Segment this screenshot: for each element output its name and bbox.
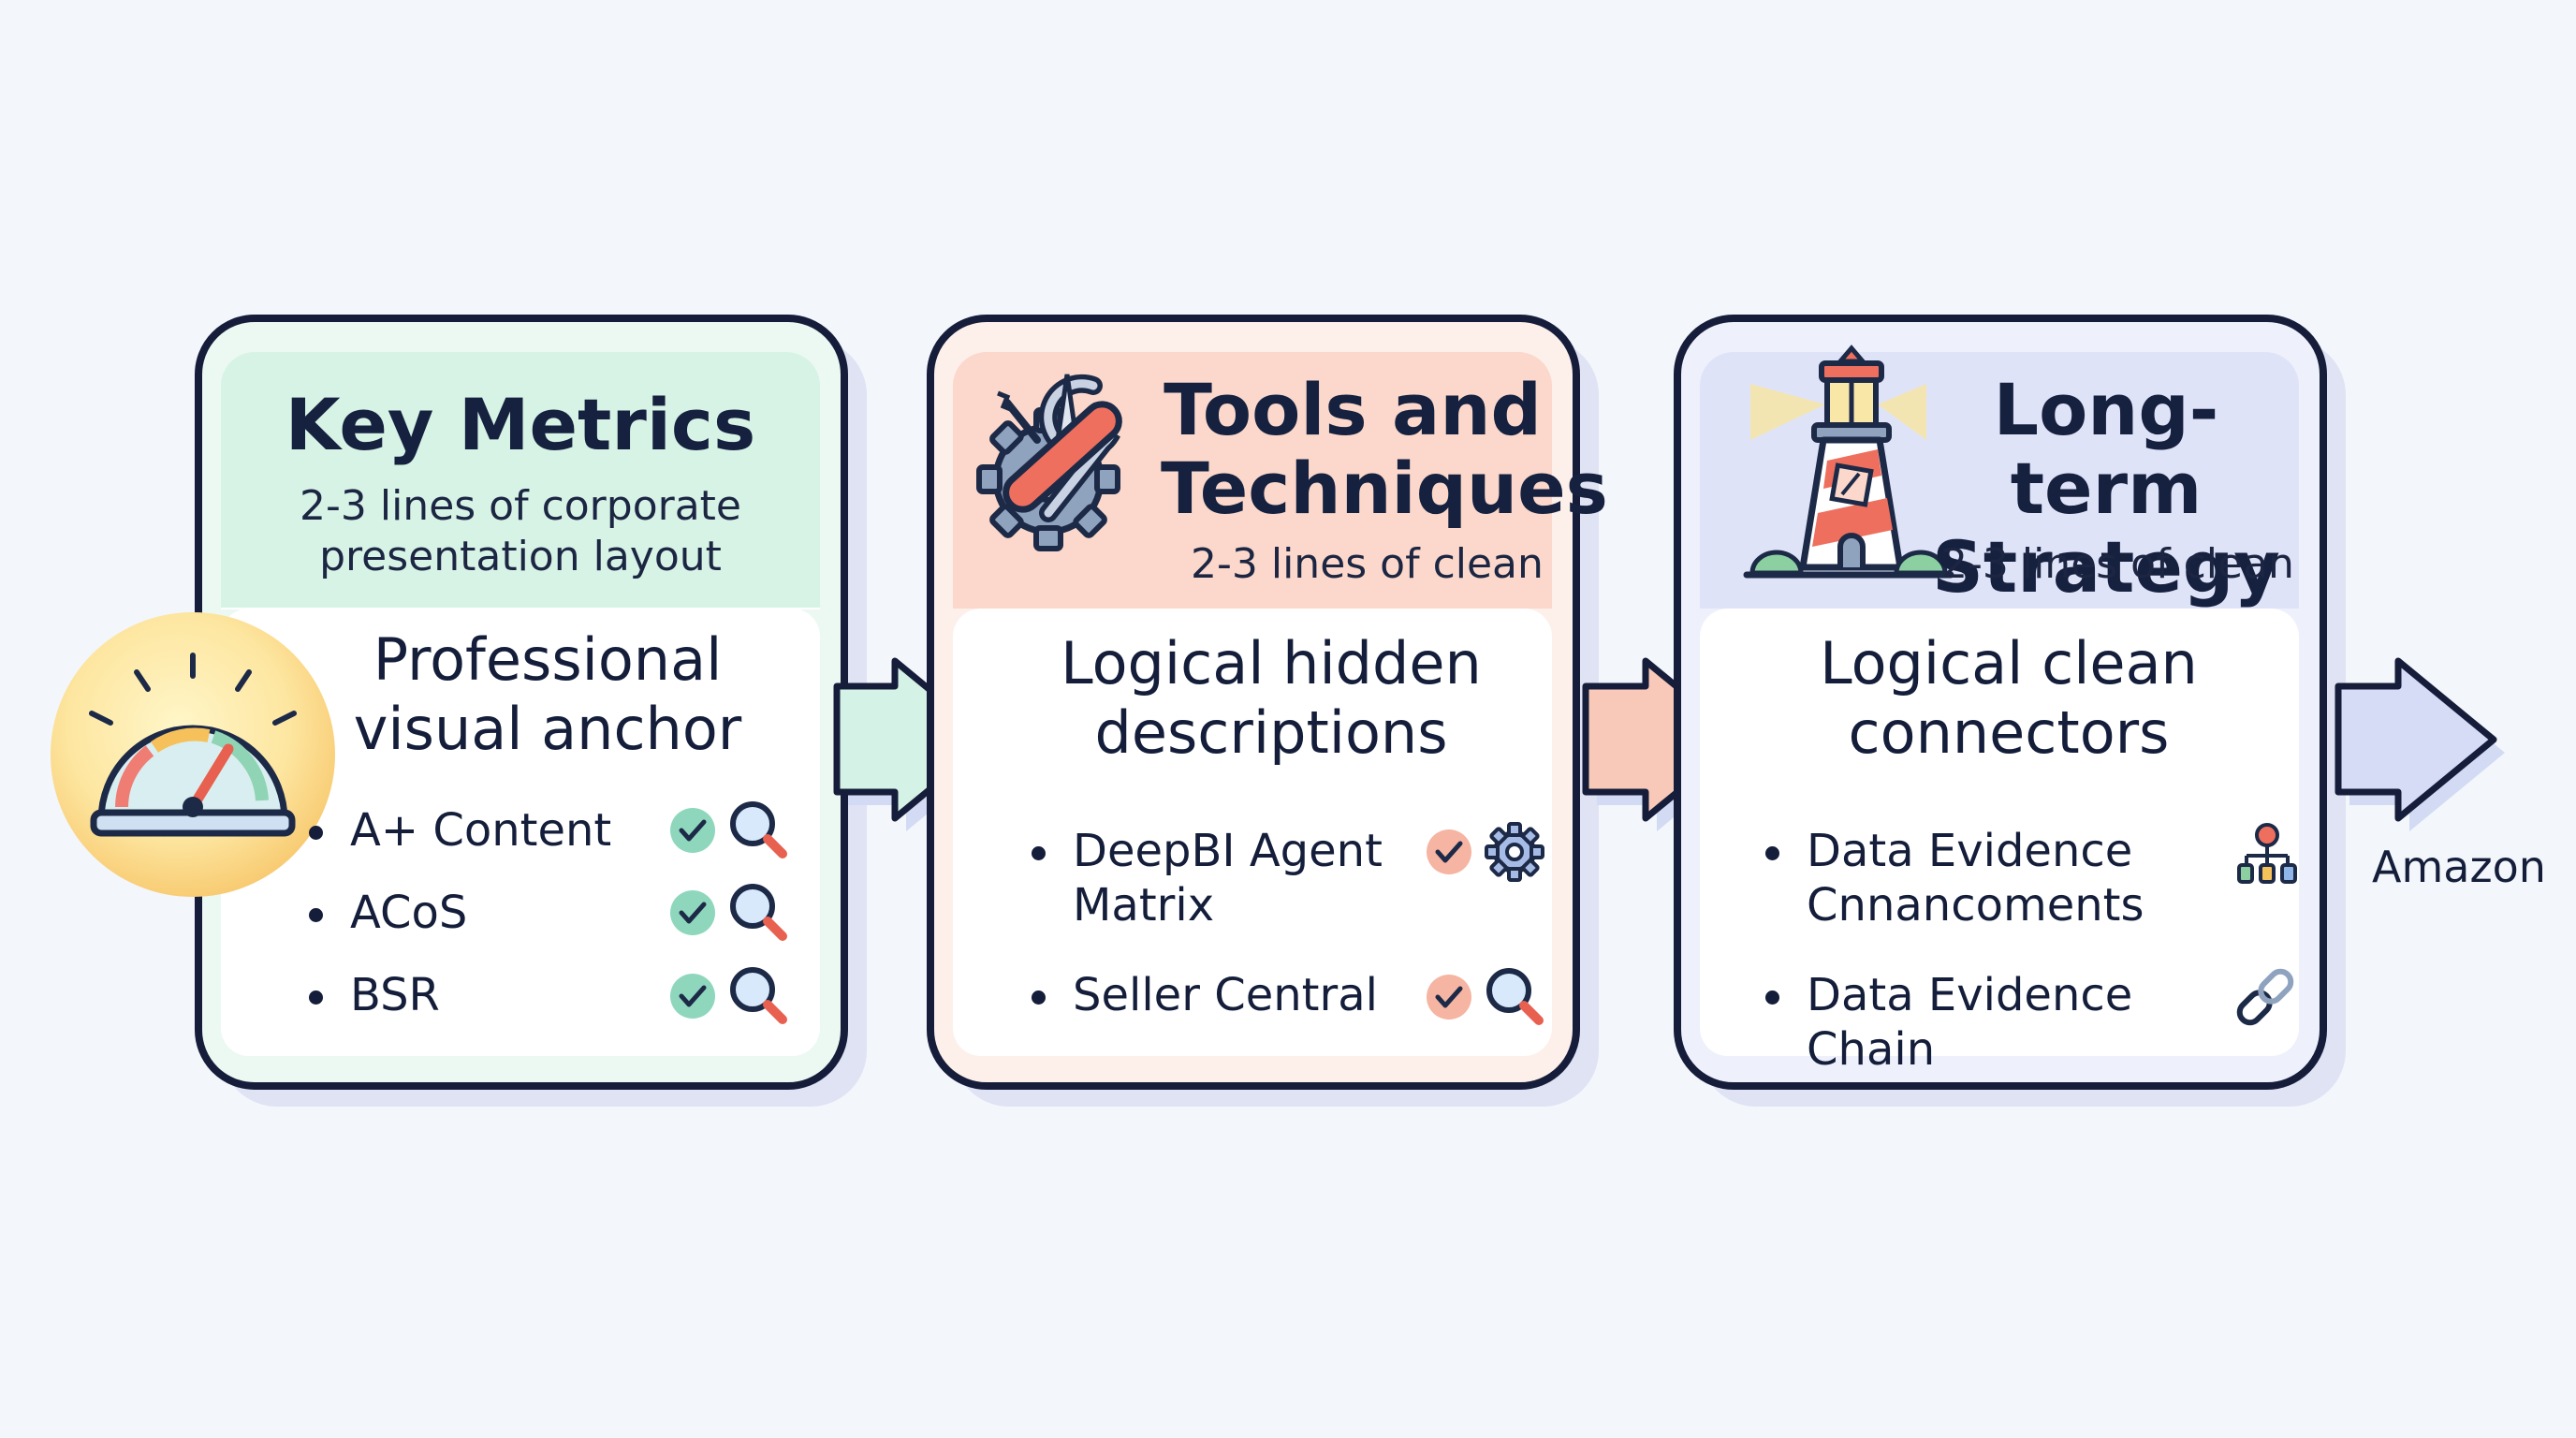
list-item-line-2: Cnnancoments	[1807, 879, 2144, 932]
card-3-subtitle: 2-3 lines of clean	[1941, 540, 2294, 588]
card-2-body-title: Logical hidden descriptions	[981, 629, 1561, 768]
link-icon	[2236, 968, 2294, 1026]
arrow-3	[2334, 657, 2505, 831]
org-chart-icon	[2237, 823, 2297, 884]
card-3-list: Data Evidence Cnnancoments Data Evidence…	[1762, 824, 2248, 1077]
card-2-title-line-2: Techniques	[1161, 447, 1608, 530]
list-item-line-1: DeepBI Agent	[1073, 825, 1383, 877]
magnifier-icon	[730, 884, 787, 941]
card-2-body-line-1: Logical hidden	[1061, 629, 1482, 697]
card-1-subtitle-line-2: presentation layout	[319, 533, 722, 580]
card-2-list: DeepBI Agent Matrix Seller Central	[1028, 824, 1421, 1022]
card-1-header: Key Metrics 2-3 lines of corporate prese…	[221, 386, 820, 582]
card-1-body-line-2: visual anchor	[353, 695, 742, 763]
check-icon	[670, 808, 715, 853]
list-item: ACoS	[305, 886, 661, 968]
card-1-title: Key Metrics	[285, 383, 756, 466]
list-item: Data Evidence Cnnancoments	[1762, 824, 2248, 968]
card-1-body-title: Professional visual anchor	[318, 625, 777, 764]
gear-icon	[1485, 822, 1544, 882]
list-item: A+ Content	[305, 803, 661, 886]
check-icon	[670, 974, 715, 1019]
check-icon	[670, 890, 715, 935]
card-3-body-line-1: Logical clean	[1820, 629, 2198, 697]
card-2-body-line-2: descriptions	[1094, 698, 1448, 767]
list-item-line-2: Matrix	[1073, 879, 1215, 932]
list-item: BSR	[305, 968, 661, 1022]
card-3-header: Long-term Strategy	[1919, 371, 2293, 607]
card-1-list: A+ Content ACoS BSR	[305, 803, 661, 1022]
card-3-body-line-2: connectors	[1848, 698, 2170, 767]
card-2-title-line-1: Tools and	[1164, 368, 1542, 451]
card-3-title-line-1: Long-term	[1993, 368, 2219, 530]
check-icon	[1427, 975, 1471, 1020]
gauge-icon	[51, 612, 335, 897]
end-label: Amazon	[2372, 842, 2546, 892]
card-3-title-line-2: Strategy	[1932, 525, 2280, 609]
card-1-body-line-1: Professional	[373, 625, 723, 694]
list-item: DeepBI Agent Matrix	[1028, 824, 1421, 968]
magnifier-icon	[1486, 968, 1544, 1025]
tools-gear-icon	[976, 374, 1122, 551]
card-2-header: Tools and Techniques	[1161, 368, 1608, 530]
card-3-body-title: Logical clean connectors	[1719, 629, 2299, 768]
card-2-subtitle: 2-3 lines of clean	[1191, 540, 1544, 588]
list-item-line-1: Data Evidence	[1807, 825, 2133, 877]
list-item: Data Evidence Chain	[1762, 968, 2248, 1077]
list-item: Seller Central	[1028, 968, 1421, 1022]
card-1-subtitle-line-1: 2-3 lines of corporate	[300, 482, 741, 530]
lighthouse-icon	[1743, 345, 1954, 579]
magnifier-icon	[730, 967, 787, 1024]
magnifier-icon	[730, 801, 787, 858]
check-icon	[1427, 829, 1471, 874]
